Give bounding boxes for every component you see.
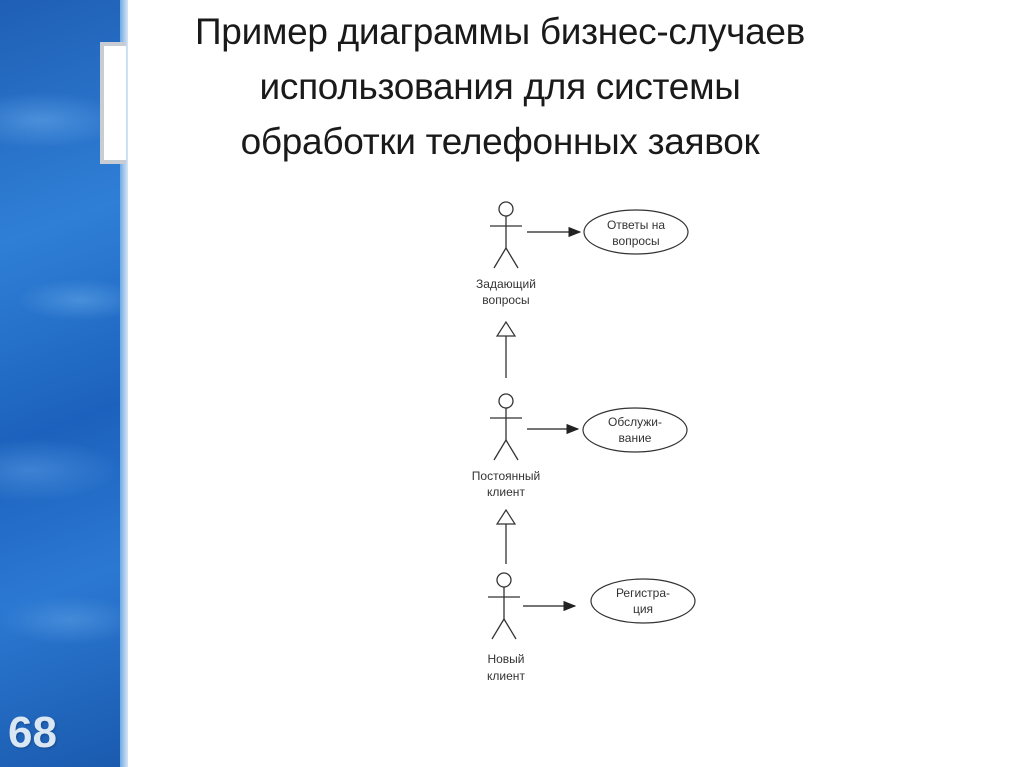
use-case-answers-label-1: Ответы на — [607, 218, 665, 232]
use-case-registration-label-2: ция — [633, 602, 653, 616]
actor-regular-label-1: Постоянный — [472, 469, 540, 483]
slide-number: 68 — [8, 708, 57, 757]
use-case-registration-label-1: Регистра- — [616, 586, 670, 600]
use-case-answers-label-2: вопросы — [612, 234, 659, 248]
title-line-1: Пример диаграммы бизнес-случаев — [195, 11, 805, 52]
title-line-2: использования для системы — [259, 66, 741, 107]
generalization-triangle-icon — [495, 320, 517, 337]
actor-regular — [490, 393, 522, 461]
actor-asker-label-1: Задающий — [476, 277, 536, 291]
actor-new — [488, 572, 520, 640]
actor-regular-label-2: клиент — [487, 485, 525, 499]
generalization-triangle-icon — [495, 508, 517, 525]
actor-head-icon — [498, 393, 514, 409]
actor-new-label-1: Новый — [487, 652, 524, 666]
actor-asker — [490, 201, 522, 269]
use-case-service-label-1: Обслужи- — [608, 415, 662, 429]
slide-title: Пример диаграммы бизнес-случаев использо… — [150, 4, 850, 169]
actor-head-icon — [498, 201, 514, 217]
use-case-registration — [590, 578, 696, 624]
actor-asker-label-2: вопросы — [482, 293, 529, 307]
title-frame-bracket — [100, 42, 126, 164]
use-case-service-label-2: вание — [619, 431, 652, 445]
title-line-3: обработки телефонных заявок — [240, 121, 760, 162]
actor-head-icon — [496, 572, 512, 588]
use-case-service — [582, 407, 688, 453]
use-case-answers — [583, 209, 689, 255]
sidebar-edge — [120, 0, 128, 767]
actor-new-label-2: клиент — [487, 669, 525, 683]
